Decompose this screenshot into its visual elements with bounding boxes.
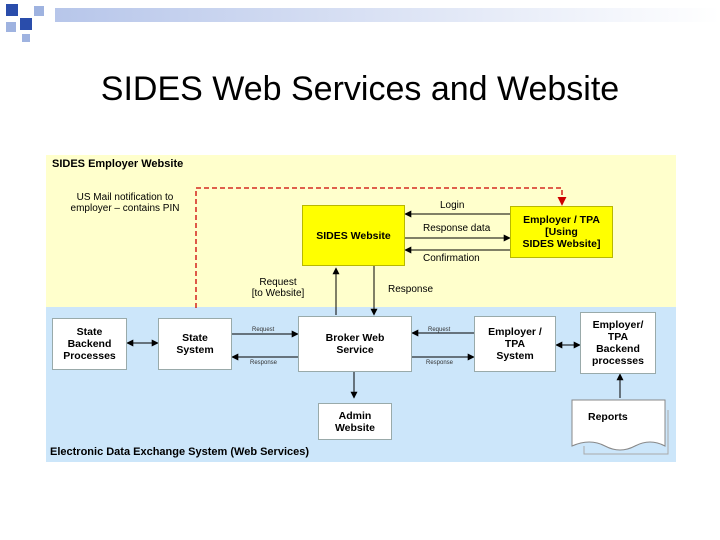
confirmation-label: Confirmation xyxy=(423,253,480,264)
page-title: SIDES Web Services and Website xyxy=(100,70,620,108)
request-right-label: Request xyxy=(428,327,451,333)
title-rule xyxy=(55,8,720,22)
login-label: Login xyxy=(440,200,465,211)
response-data-label: Response data xyxy=(423,223,491,234)
deco-square xyxy=(22,34,30,42)
admin-website-node: Admin Website xyxy=(318,403,392,440)
employer-backend-node: Employer/ TPA Backend processes xyxy=(580,312,656,374)
mail-note: US Mail notification to employer – conta… xyxy=(70,192,180,214)
response-label: Response xyxy=(388,284,434,295)
deco-square xyxy=(6,4,18,16)
response-right-label: Response xyxy=(426,360,454,366)
state-backend-node: State Backend Processes xyxy=(52,318,127,370)
reports-node: Reports xyxy=(588,411,628,423)
response-left-label: Response xyxy=(250,360,278,366)
request-left-label: Request xyxy=(252,327,275,333)
reports-document-shape xyxy=(571,399,666,451)
sides-website-node: SIDES Website xyxy=(302,205,405,266)
website-section-label: SIDES Employer Website xyxy=(52,158,184,170)
deco-square xyxy=(20,18,32,30)
deco-square xyxy=(34,6,44,16)
employer-tpa-system-node: Employer / TPA System xyxy=(474,316,556,372)
deco-square xyxy=(6,22,16,32)
employer-tpa-website-node: Employer / TPA [Using SIDES Website] xyxy=(510,206,613,258)
mail-notification-arrow xyxy=(195,187,567,308)
state-system-node: State System xyxy=(158,318,232,370)
corner-decoration xyxy=(0,0,60,50)
broker-web-service-node: Broker Web Service xyxy=(298,316,412,372)
request-to-website-label: Request [to Website] xyxy=(251,277,305,299)
reports-page-edge xyxy=(583,410,669,455)
web-services-section-label: Electronic Data Exchange System (Web Ser… xyxy=(50,446,310,458)
